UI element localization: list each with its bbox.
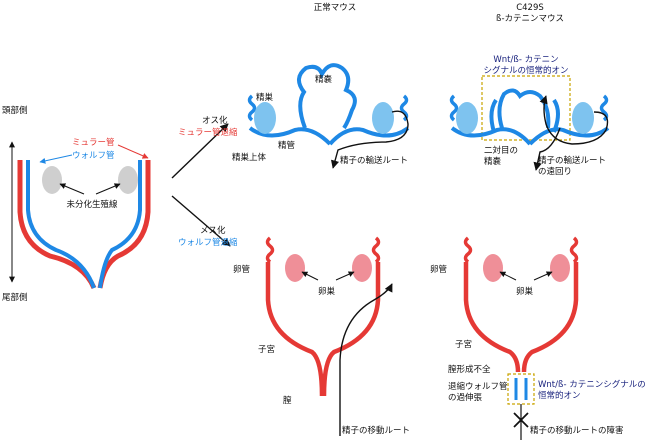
- male-mutant-route-line1: 精子の輸送ルート: [538, 155, 606, 166]
- oviduct-label: 卵管: [233, 264, 250, 275]
- header-normal-mouse: 正常マウス: [314, 2, 357, 13]
- male-route-label: 精子の輸送ルート: [340, 155, 408, 166]
- wolff-duct-label: ウォルフ管: [72, 150, 115, 161]
- ovary-label-mutant: 卵巣: [516, 286, 534, 297]
- header-mutant-line2: ß-カテニンマウス: [496, 14, 564, 24]
- epididymis-label: 精巣上体: [232, 152, 267, 163]
- female-blocked-route-label: 精子の移動ルートの障害: [530, 425, 624, 436]
- second-pair-line2: 精嚢: [484, 156, 502, 167]
- feminization-arrow: メス化 ウォルフ管退縮: [171, 195, 238, 248]
- testis-left-mutant: [456, 102, 478, 134]
- gonad-right: [118, 166, 138, 194]
- male-arrow-line1: オス化: [202, 115, 228, 126]
- masculinization-arrow: オス化 ミュラー管退縮: [171, 115, 238, 179]
- ovary-label: 卵巣: [318, 286, 336, 297]
- male-signal-line2: シグナルの恒常的オン: [483, 65, 568, 76]
- female-signal-line1: Wnt/ß- カテニンシグナルの: [538, 379, 646, 390]
- male-mutant-tract: Wnt/ß- カテニン シグナルの恒常的オン 二対目の 精嚢 精子の輸送ルート …: [449, 55, 610, 177]
- oviduct-label-mutant: 卵管: [430, 264, 447, 275]
- signal-highlight-box-female: [507, 373, 535, 405]
- male-normal-tract: 精嚢 精巣 精巣上体 精管 精子の輸送ルート: [232, 63, 410, 169]
- seminal-vesicle-label: 精嚢: [315, 74, 333, 85]
- gonad-left: [42, 166, 62, 194]
- male-mutant-route-line2: の遠回り: [538, 166, 572, 177]
- female-normal-tract: 卵管 卵巣 子宮 膣 精子の移動ルート: [233, 236, 410, 436]
- vagina-incomplete-label: 膣形成不全: [448, 364, 491, 375]
- testis-left: [254, 102, 276, 134]
- female-route-label: 精子の移動ルート: [342, 425, 410, 436]
- ovary-left-mutant: [483, 254, 503, 282]
- blocked-route-mark: [513, 412, 529, 428]
- female-mutant-tract: 卵管 卵巣 子宮 膣形成不全 退縮ウォルフ管 の過伸張 Wnt/ß- カテニンシ…: [430, 236, 646, 440]
- axis-head-label: 頭部側: [2, 105, 28, 116]
- gonad-label: 未分化生殖線: [66, 199, 118, 210]
- male-signal-line1: Wnt/ß- カテニン: [493, 55, 558, 65]
- vagina-label: 膣: [283, 395, 292, 406]
- muller-duct-label: ミュラー管: [72, 137, 115, 148]
- female-arrow-line1: メス化: [200, 225, 226, 236]
- second-pair-line1: 二対目の: [484, 145, 518, 156]
- undifferentiated-tract: 未分化生殖線 ミュラー管 ウォルフ管: [17, 137, 151, 290]
- testis-right: [372, 102, 394, 134]
- female-signal-line2: 恒常的オン: [538, 390, 581, 401]
- male-arrow-line2: ミュラー管退縮: [178, 127, 238, 138]
- header-mutant-line1: C429S: [516, 3, 544, 13]
- testis-label: 精巣: [256, 92, 274, 103]
- vas-deferens-label: 精管: [278, 140, 295, 151]
- wolff-overgrowth-line1: 退縮ウォルフ管: [448, 381, 508, 392]
- ovary-left: [285, 254, 305, 282]
- female-arrow-line2: ウォルフ管退縮: [178, 237, 238, 248]
- body-axis: 頭部側 尾部側: [2, 105, 28, 303]
- uterus-label: 子宮: [258, 344, 275, 355]
- ovary-right: [352, 254, 372, 282]
- uterus-label-mutant: 子宮: [455, 339, 472, 350]
- ovary-right-mutant: [550, 254, 570, 282]
- axis-tail-label: 尾部側: [2, 292, 28, 303]
- testis-right-mutant: [572, 102, 594, 134]
- wolff-overgrowth-line2: の過伸張: [448, 392, 483, 403]
